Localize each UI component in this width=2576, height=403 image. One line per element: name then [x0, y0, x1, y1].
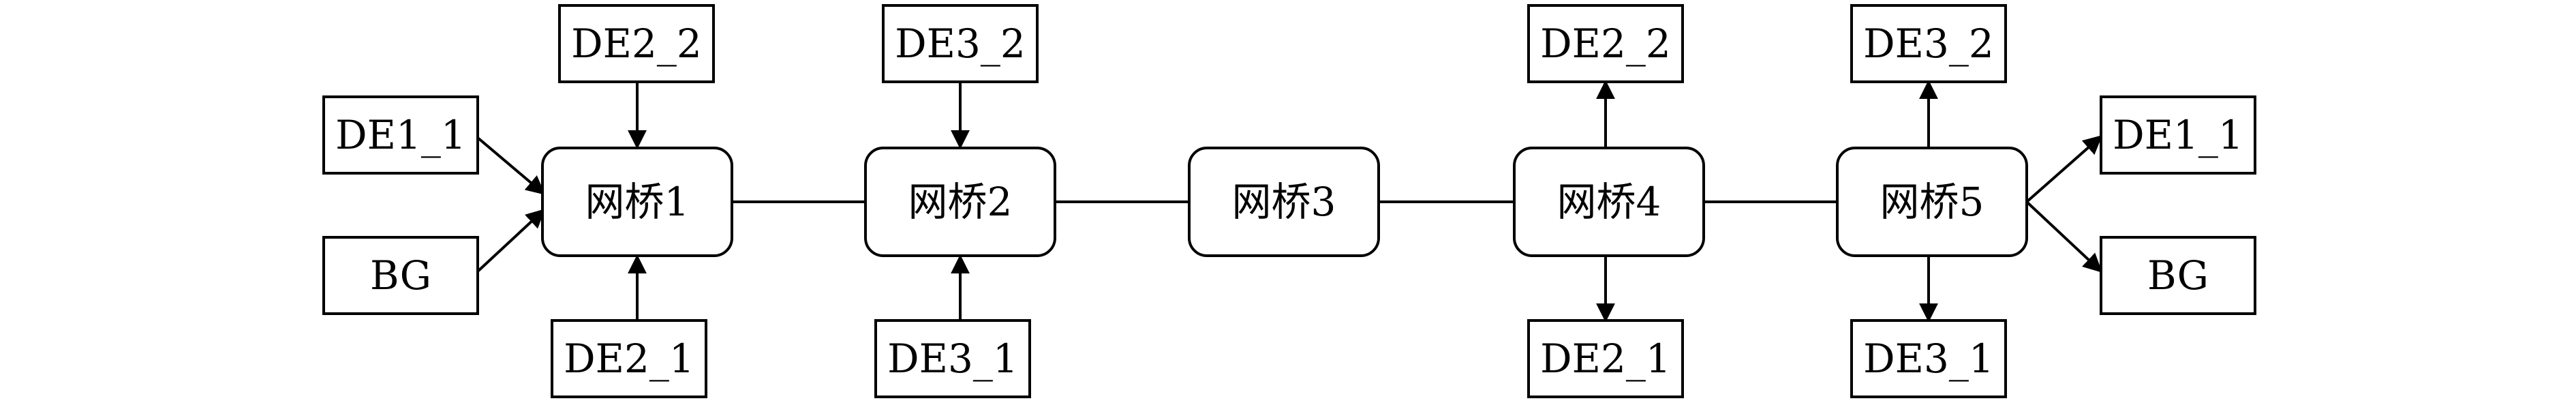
- device-box: [1527, 319, 1684, 398]
- arrow-b5-to-b5_right_upper: [2025, 135, 2103, 203]
- device-box: [322, 236, 479, 315]
- bridge-node-b4: 网桥4: [1513, 147, 1705, 257]
- device-box: [874, 319, 1031, 398]
- device-node-b4_top: DE2_2: [1527, 4, 1684, 83]
- arrow-b5-to-b5_right_lower: [2025, 200, 2103, 273]
- device-box: [1850, 319, 2007, 398]
- bridge-node-b1: 网桥1: [541, 147, 733, 257]
- device-label: DE3_2: [895, 20, 1026, 67]
- bridge-box: [864, 147, 1056, 257]
- bridge-box: [541, 147, 733, 257]
- device-box: [322, 95, 479, 175]
- device-label: DE2_2: [571, 20, 702, 67]
- device-box: [882, 4, 1039, 83]
- device-box: [1527, 4, 1684, 83]
- device-label: BG: [370, 252, 431, 299]
- arrow-b1_left_upper-to-b1: [476, 136, 546, 195]
- device-node-b2_top: DE3_2: [882, 4, 1039, 83]
- bridge-label: 网桥3: [1232, 179, 1336, 225]
- device-box: [551, 319, 707, 398]
- device-node-b1_top: DE2_2: [558, 4, 715, 83]
- device-node-b4_bottom: DE2_1: [1527, 319, 1684, 398]
- device-box: [2100, 95, 2256, 175]
- device-label: DE2_1: [564, 335, 694, 382]
- edges-layer: [476, 80, 2103, 323]
- bridge-label: 网桥5: [1880, 179, 1984, 225]
- bridge-label: 网桥2: [908, 179, 1013, 225]
- device-node-b1_left_lower: BG: [322, 236, 479, 315]
- device-label: DE2_2: [1540, 20, 1671, 67]
- bridge-label: 网桥1: [585, 179, 690, 225]
- bridge-label: 网桥4: [1557, 179, 1661, 225]
- device-box: [558, 4, 715, 83]
- bridge-node-b2: 网桥2: [864, 147, 1056, 257]
- bridge-node-b5: 网桥5: [1836, 147, 2028, 257]
- device-node-b1_left_upper: DE1_1: [322, 95, 479, 175]
- device-label: DE2_1: [1540, 335, 1671, 382]
- device-label: DE1_1: [2113, 112, 2243, 158]
- device-box: [2100, 236, 2256, 315]
- bridge-node-b3: 网桥3: [1188, 147, 1380, 257]
- device-label: DE1_1: [335, 112, 466, 158]
- arrow-b1_left_lower-to-b1: [476, 209, 546, 273]
- bridge-box: [1188, 147, 1380, 257]
- device-node-b2_bottom: DE3_1: [874, 319, 1031, 398]
- device-label: DE3_1: [1863, 335, 1994, 382]
- device-node-b5_top: DE3_2: [1850, 4, 2007, 83]
- bridge-box: [1513, 147, 1705, 257]
- device-label: DE3_2: [1863, 20, 1994, 67]
- device-box: [1850, 4, 2007, 83]
- device-node-b5_bottom: DE3_1: [1850, 319, 2007, 398]
- device-label: BG: [2147, 252, 2209, 299]
- bridge-box: [1836, 147, 2028, 257]
- device-label: DE3_1: [887, 335, 1018, 382]
- device-node-b5_right_upper: DE1_1: [2100, 95, 2256, 175]
- device-node-b1_bottom: DE2_1: [551, 319, 707, 398]
- device-node-b5_right_lower: BG: [2100, 236, 2256, 315]
